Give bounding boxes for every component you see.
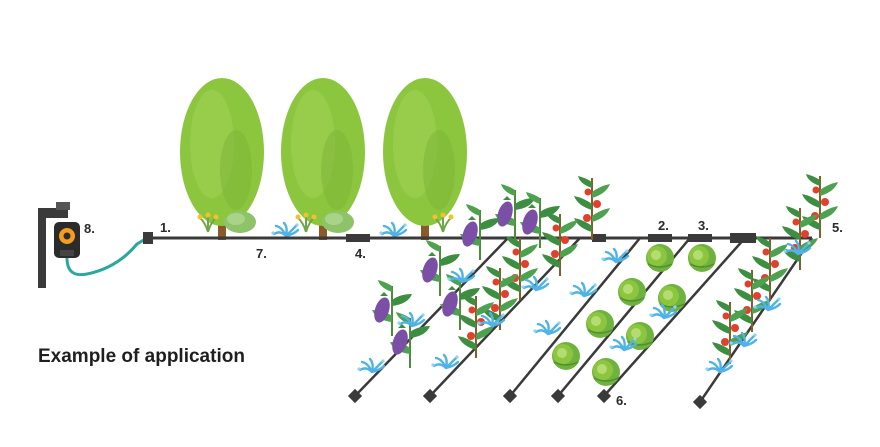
caption-example-of-application: Example of application: [38, 346, 245, 367]
label-4: 4.: [355, 246, 366, 261]
drip-lines: [354, 237, 814, 403]
label-3: 3.: [698, 218, 709, 233]
label-8: 8.: [84, 221, 95, 236]
label-6: 6.: [616, 393, 627, 408]
label-2: 2.: [658, 218, 669, 233]
drip-line-endcaps: [347, 388, 708, 410]
garden-hose: [65, 236, 148, 277]
label-5: 5.: [832, 220, 843, 235]
label-7: 7.: [256, 246, 267, 261]
label-1: 1.: [160, 220, 171, 235]
water-tap: [38, 202, 70, 288]
tree-row: [180, 78, 467, 240]
water-timer-icon: [54, 222, 80, 258]
